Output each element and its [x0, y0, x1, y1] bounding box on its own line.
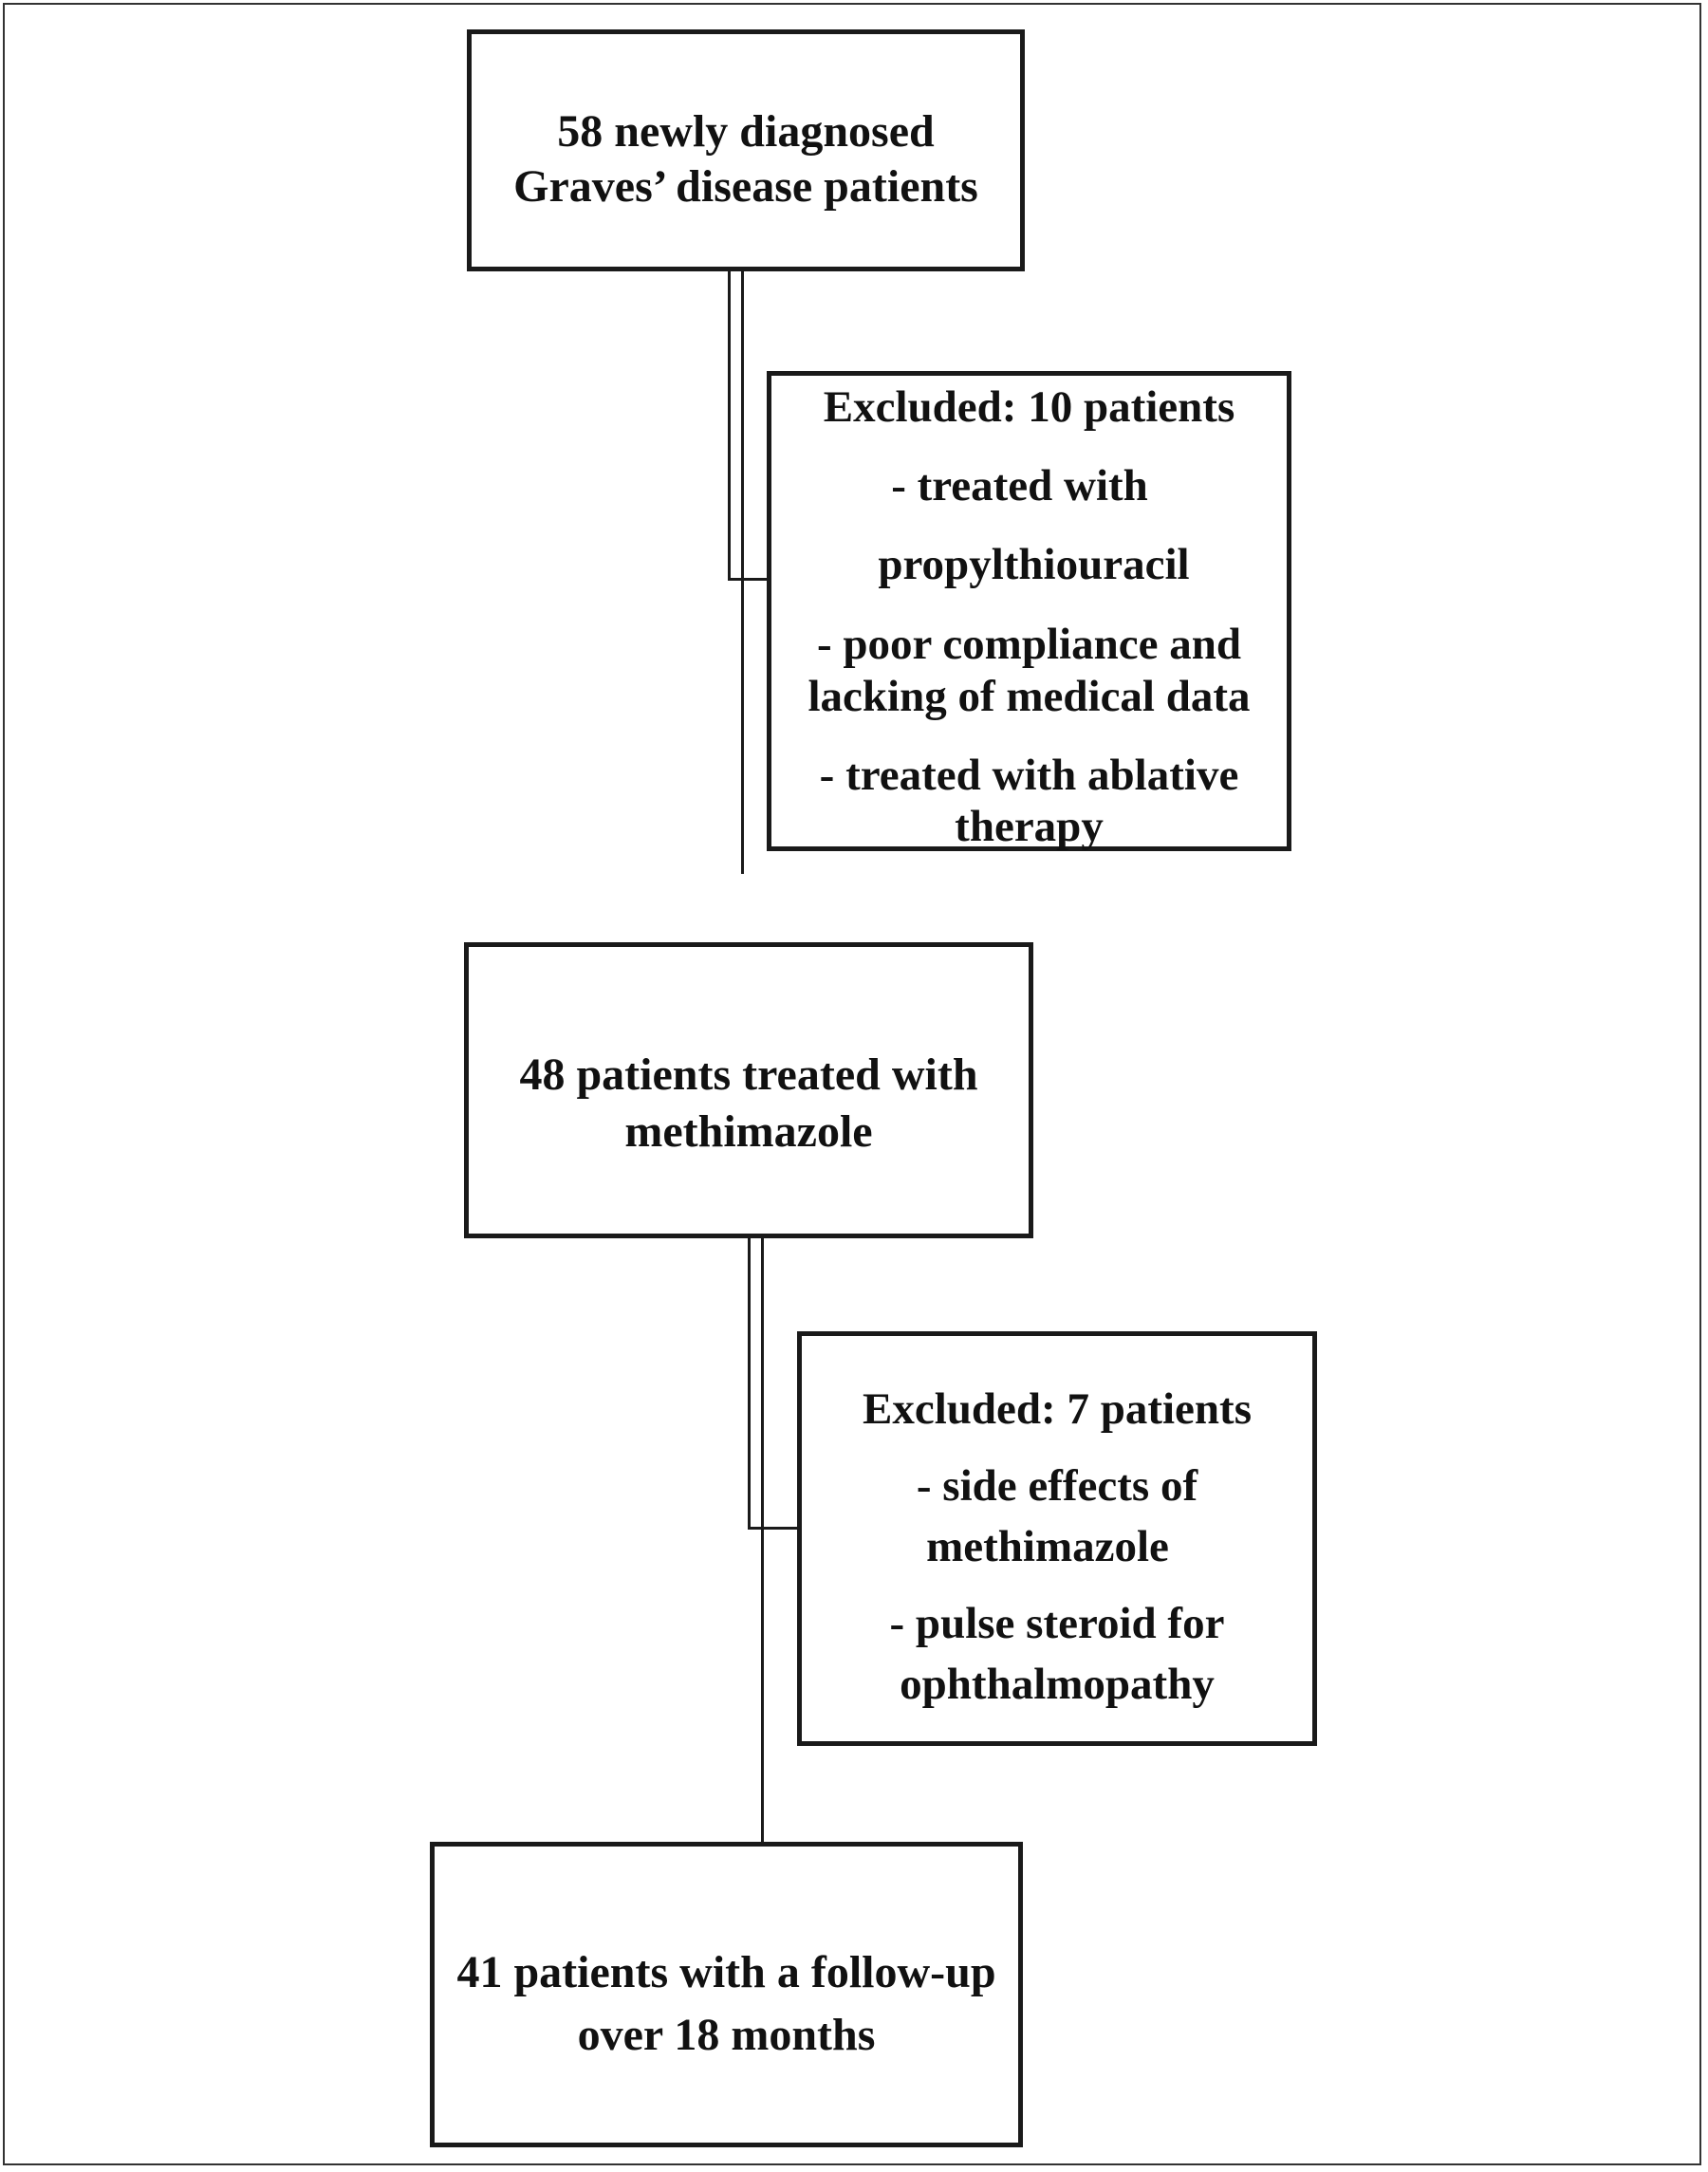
box-excluded-second: Excluded: 7 patients - side effects of m…	[797, 1331, 1317, 1746]
box-treated-text-a: patients treated with	[576, 1049, 978, 1100]
excluded-second-heading: Excluded: 7 patients	[802, 1383, 1312, 1435]
excluded-second-line: - pulse steroid for	[889, 1599, 1225, 1648]
excluded-first-count: 10	[1028, 382, 1073, 432]
excluded-second-line: ophthalmopathy	[900, 1660, 1215, 1709]
connector-elbow-2	[748, 1527, 800, 1530]
excluded-first-patients: patients	[1083, 382, 1235, 432]
excluded-first-line: - treated with	[891, 461, 1148, 511]
box-diagnosed-text-b: Graves’ disease patients	[513, 161, 978, 212]
box-newly-diagnosed: 58 newly diagnosed Graves’ disease patie…	[467, 29, 1025, 271]
connector-elbow-1	[728, 578, 770, 581]
excluded-first-line: propylthiouracil	[878, 540, 1190, 589]
excluded-second-count: 7	[1067, 1384, 1089, 1434]
connector-stem-1-left	[728, 271, 731, 581]
count-follow-up: 41	[456, 1947, 503, 1997]
excluded-first-label: Excluded:	[823, 382, 1017, 432]
excluded-second-line: methimazole	[926, 1522, 1169, 1571]
box-follow-up-text-b: over 18 months	[577, 2010, 876, 2060]
connector-stem-2-left	[748, 1238, 751, 1530]
box-follow-up-text-a: patients with a follow-up	[513, 1947, 996, 1997]
excluded-second-label: Excluded:	[863, 1384, 1056, 1434]
count-treated: 48	[519, 1049, 566, 1100]
count-diagnosed: 58	[557, 106, 603, 157]
excluded-first-line: lacking of medical data	[808, 672, 1251, 721]
excluded-first-line: - treated with ablative	[819, 751, 1239, 800]
box-diagnosed-text-a: newly diagnosed	[614, 106, 935, 157]
box-excluded-first: Excluded: 10 patients - treated with pro…	[767, 371, 1291, 851]
excluded-second-patients: patients	[1100, 1384, 1252, 1434]
box-follow-up: 41 patients with a follow-up over 18 mon…	[430, 1842, 1023, 2147]
figure-frame	[3, 3, 1701, 2165]
excluded-first-heading: Excluded: 10 patients	[771, 381, 1287, 433]
excluded-first-line: therapy	[955, 802, 1104, 851]
connector-stem-2-right	[761, 1238, 764, 1842]
box-treated-methimazole: 48 patients treated with methimazole	[464, 942, 1033, 1238]
excluded-second-line: - side effects of	[916, 1461, 1198, 1511]
box-treated-text-b: methimazole	[624, 1106, 873, 1157]
excluded-first-line: - poor compliance and	[817, 620, 1241, 669]
connector-stem-1-right	[741, 271, 744, 874]
